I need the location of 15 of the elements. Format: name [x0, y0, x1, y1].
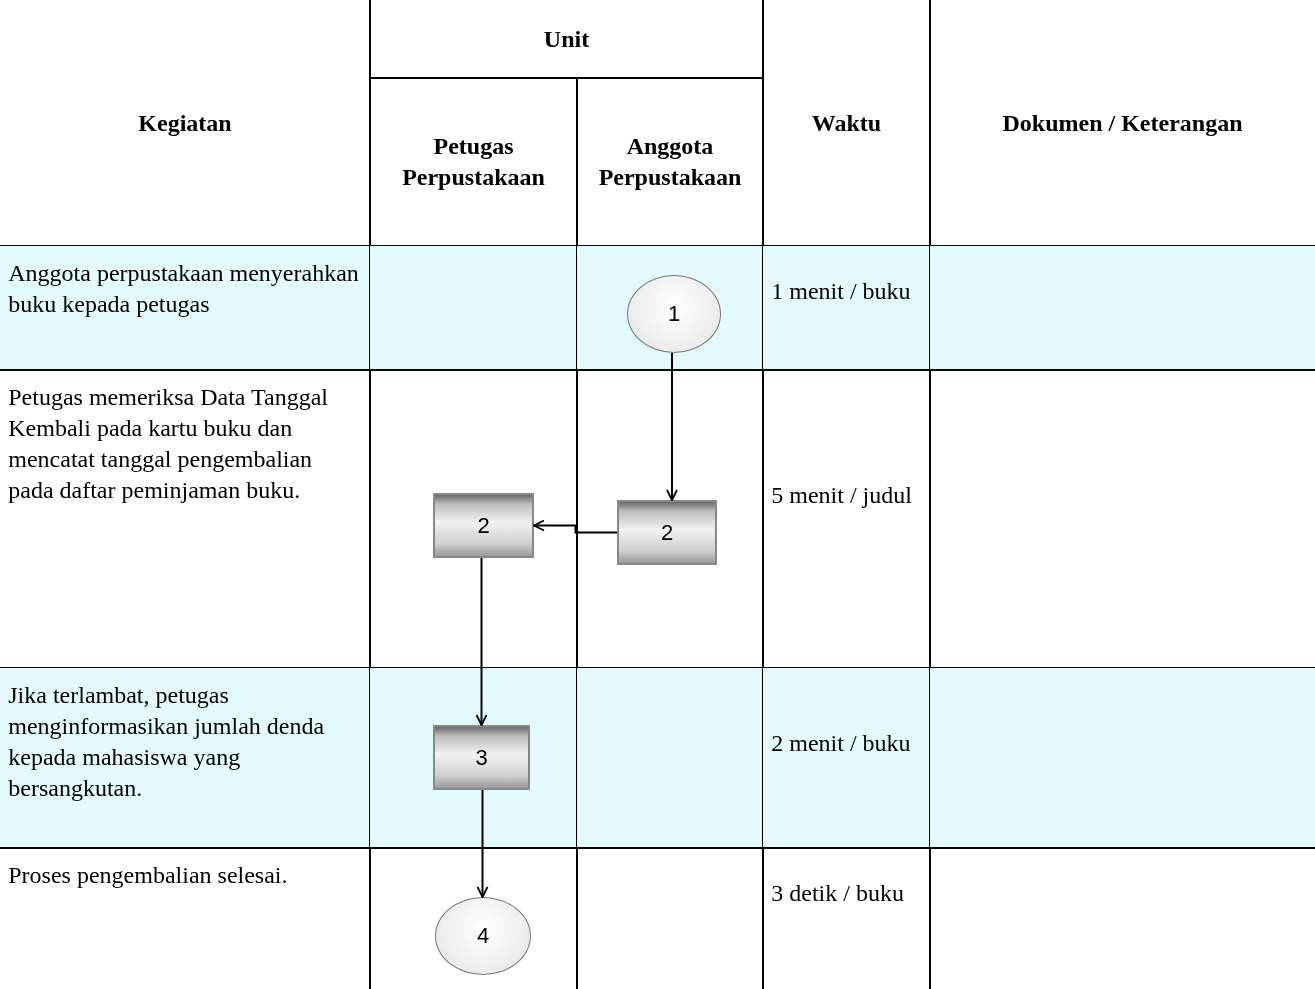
table-cell: 3 detik / buku — [762, 847, 931, 989]
table-cell: 2 menit / buku — [762, 667, 931, 849]
terminator-ellipse: 4 — [435, 897, 531, 975]
arrow — [533, 519, 618, 534]
arrow — [666, 352, 678, 501]
table-cell: 1 menit / buku — [762, 245, 931, 371]
process-box: 2 — [617, 500, 717, 565]
table-cell: Jika terlambat, petugas menginformasikan jumlah denda kepada mahasiswa yang bersangkutan. — [0, 667, 371, 849]
process-box: 2 — [433, 493, 534, 558]
header-cell: Unit — [369, 0, 764, 79]
table-cell: Proses pengembalian selesai. — [0, 847, 371, 989]
table-cell: Anggota perpustakaan menyerahkan buku kepada petugas — [0, 245, 371, 371]
arrow — [475, 557, 488, 726]
process-box: 3 — [433, 725, 530, 790]
arrow — [476, 789, 489, 898]
